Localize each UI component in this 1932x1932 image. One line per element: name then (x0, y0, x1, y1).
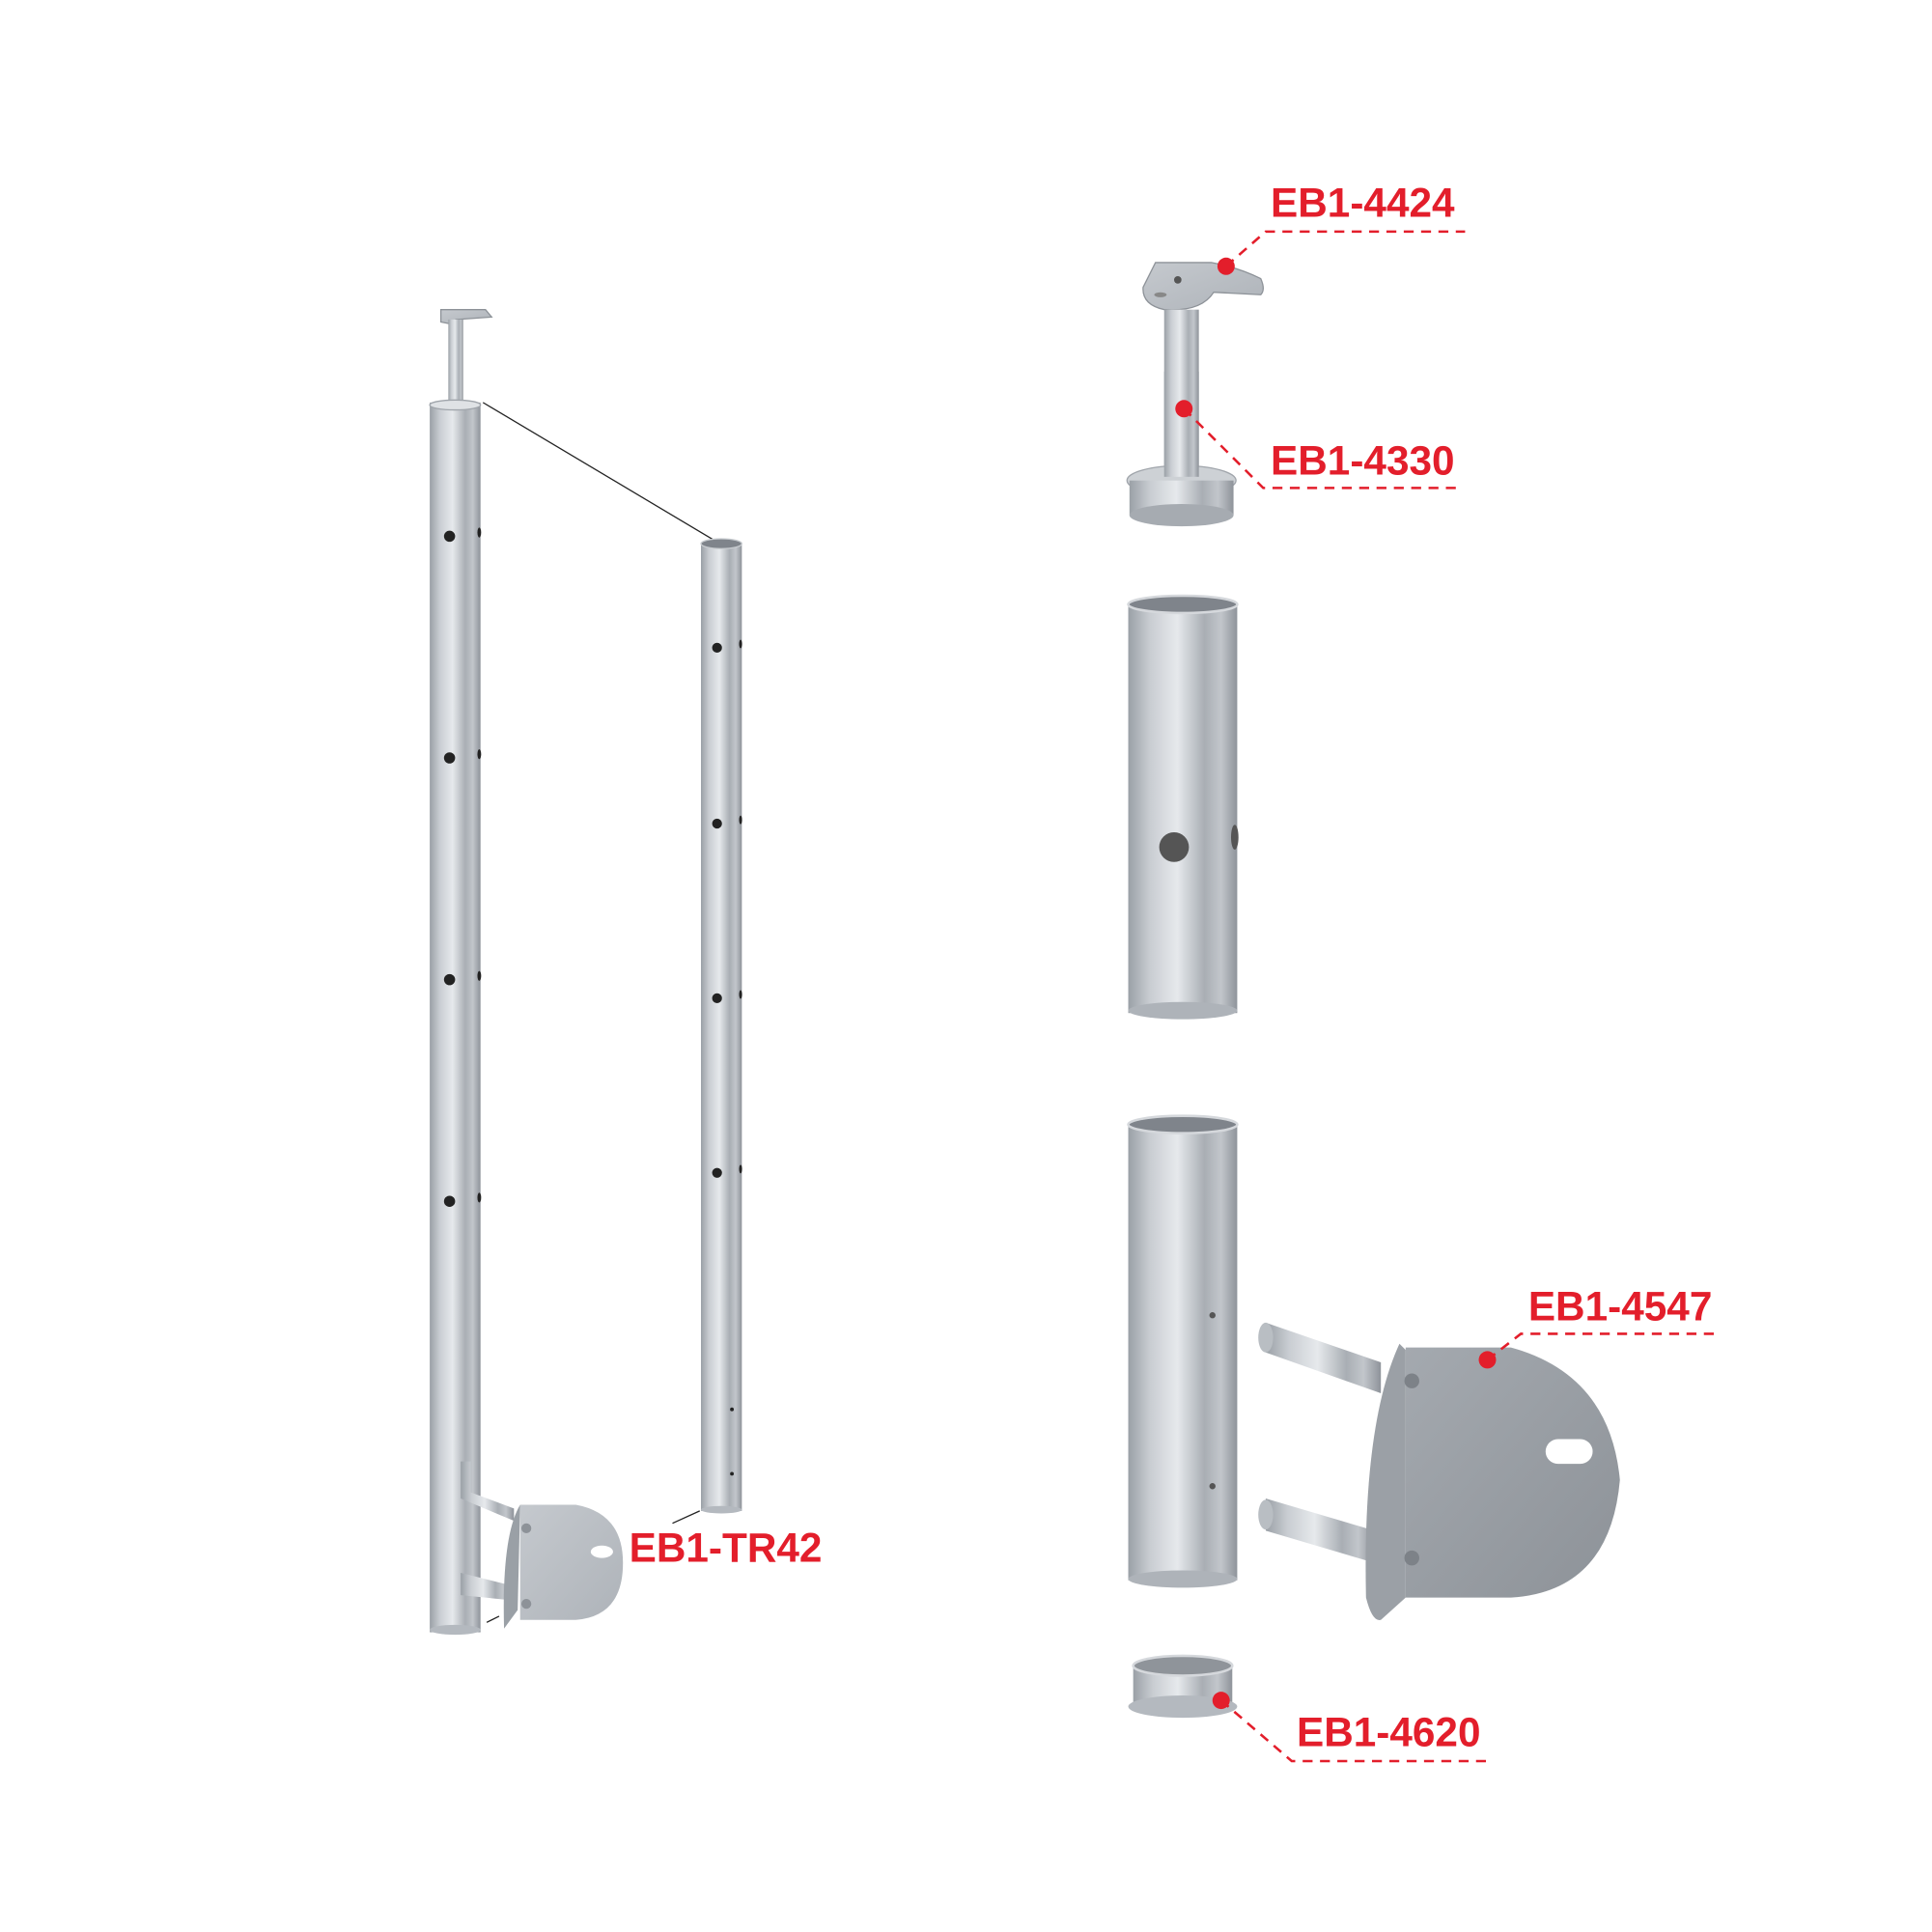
label-eb1-4330: EB1-4330 (1271, 437, 1455, 483)
handrail-bracket-part (1126, 262, 1264, 527)
label-eb1-4620: EB1-4620 (1297, 1710, 1481, 1755)
callout-leaders (1183, 230, 1717, 1763)
tube-with-hole (1127, 594, 1239, 1020)
label-eb1-4547: EB1-4547 (1528, 1283, 1713, 1329)
side-mount-bracket-part (1258, 1322, 1620, 1620)
callout-dots (1175, 257, 1497, 1710)
label-eb1-tr42: EB1-TR42 (630, 1525, 823, 1570)
assembled-post (429, 309, 716, 1636)
tube-with-small-holes (1127, 1114, 1239, 1588)
perforated-tube (672, 538, 742, 1525)
base-ring-part (1128, 1654, 1238, 1719)
label-eb1-4424: EB1-4424 (1271, 180, 1455, 225)
